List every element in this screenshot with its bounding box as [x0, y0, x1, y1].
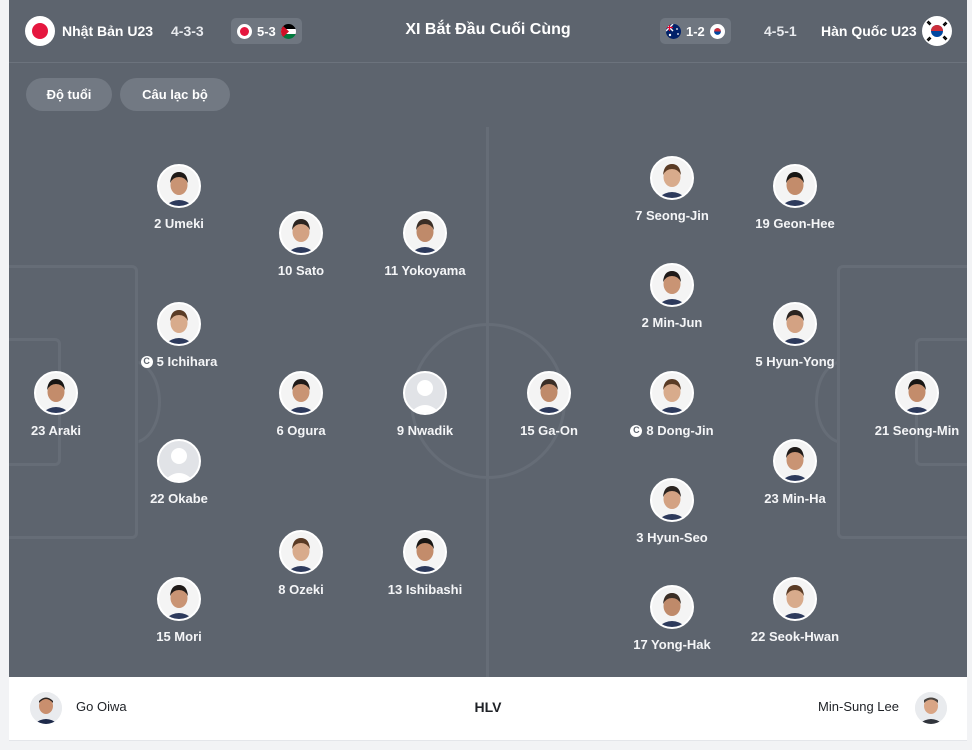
player-name: 7 Seong-Jin	[635, 208, 709, 223]
captain-badge-icon: C	[630, 424, 643, 437]
player-photo	[773, 164, 817, 208]
home-player[interactable]: 15 Mori	[114, 577, 244, 644]
home-player[interactable]: 22 Okabe	[114, 439, 244, 506]
player-photo	[279, 530, 323, 574]
away-player[interactable]: 21 Seong-Min	[852, 371, 967, 438]
home-team-name[interactable]: Nhật Bản U23	[62, 23, 154, 39]
away-player[interactable]: 5 Hyun-Yong	[730, 302, 860, 369]
home-formation: 4-3-3	[171, 23, 204, 39]
player-photo	[650, 478, 694, 522]
captain-badge-icon: C	[140, 355, 153, 368]
player-photo	[650, 585, 694, 629]
player-name: 5 Ichihara	[156, 354, 218, 369]
home-coach-avatar	[30, 692, 62, 724]
player-photo	[157, 302, 201, 346]
filter-bar: Độ tuổi Câu lạc bộ	[9, 63, 967, 127]
player-name: 2 Umeki	[154, 216, 204, 231]
player-name: 22 Seok-Hwan	[750, 629, 840, 644]
away-coach-avatar	[915, 692, 947, 724]
home-penalty-box	[9, 265, 138, 539]
player-photo	[773, 439, 817, 483]
player-photo	[403, 530, 447, 574]
coach-label: HLV	[474, 699, 502, 715]
away-player[interactable]: 15 Ga-On	[484, 371, 614, 438]
player-name: 3 Hyun-Seo	[636, 530, 708, 545]
lineup-header: Nhật Bản U23 4-3-3 5-3 XI Bắt Đầu Cuối C…	[9, 0, 967, 63]
home-coach-name[interactable]: Go Oiwa	[76, 699, 127, 714]
player-name: 8 Dong-Jin	[646, 423, 714, 438]
player-name: 15 Mori	[156, 629, 202, 644]
player-placeholder-icon	[157, 439, 201, 483]
jordan-flag-icon	[280, 23, 296, 39]
player-photo	[650, 263, 694, 307]
away-player[interactable]: 23 Min-Ha	[730, 439, 860, 506]
player-photo	[895, 371, 939, 415]
player-name: 22 Okabe	[150, 491, 208, 506]
away-previous-result[interactable]: 1-2	[660, 18, 731, 44]
away-player[interactable]: 7 Seong-Jin	[607, 156, 737, 223]
home-player[interactable]: 2 Umeki	[114, 164, 244, 231]
player-name: 9 Nwadik	[396, 423, 454, 438]
home-player[interactable]: 9 Nwadik	[360, 371, 490, 438]
player-photo	[157, 577, 201, 621]
player-photo	[650, 371, 694, 415]
player-photo	[773, 577, 817, 621]
player-name: 13 Ishibashi	[387, 582, 463, 597]
player-name: 11 Yokoyama	[384, 263, 466, 278]
player-name: 17 Yong-Hak	[633, 637, 711, 652]
away-formation: 4-5-1	[764, 23, 797, 39]
player-photo	[279, 371, 323, 415]
away-previous-score: 1-2	[686, 23, 705, 39]
player-name: 10 Sato	[277, 263, 325, 278]
player-name: 6 Ogura	[276, 423, 326, 438]
player-photo	[527, 371, 571, 415]
player-photo	[34, 371, 78, 415]
away-coach-name[interactable]: Min-Sung Lee	[818, 699, 899, 714]
player-name: 15 Ga-On	[520, 423, 578, 438]
away-team-name[interactable]: Hàn Quốc U23	[821, 23, 917, 39]
home-player[interactable]: 13 Ishibashi	[360, 530, 490, 597]
korea-flag-icon	[709, 23, 725, 39]
away-player[interactable]: 22 Seok-Hwan	[730, 577, 860, 644]
japan-flag-icon	[25, 16, 55, 46]
home-previous-result[interactable]: 5-3	[231, 18, 302, 44]
player-name: 23 Min-Ha	[764, 491, 826, 506]
player-name: 23 Araki	[30, 423, 82, 438]
away-player[interactable]: 19 Geon-Hee	[730, 164, 860, 231]
home-player[interactable]: 10 Sato	[236, 211, 366, 278]
player-name: 21 Seong-Min	[874, 423, 960, 438]
home-previous-score: 5-3	[257, 23, 276, 39]
australia-flag-icon	[666, 23, 681, 39]
home-player[interactable]: 6 Ogura	[236, 371, 366, 438]
korea-flag-icon	[922, 16, 952, 46]
japan-flag-icon	[237, 23, 252, 39]
player-photo	[279, 211, 323, 255]
coach-bar: Go Oiwa HLV Min-Sung Lee	[9, 677, 967, 741]
away-player[interactable]: 2 Min-Jun	[607, 263, 737, 330]
player-name: 19 Geon-Hee	[755, 216, 835, 231]
page-title: XI Bắt Đầu Cuối Cùng	[405, 21, 571, 38]
away-player[interactable]: 17 Yong-Hak	[607, 585, 737, 652]
player-photo	[403, 211, 447, 255]
away-penalty-box	[837, 265, 967, 539]
player-photo	[773, 302, 817, 346]
home-player[interactable]: 23 Araki	[9, 371, 121, 438]
player-photo	[157, 164, 201, 208]
player-name: 2 Min-Jun	[641, 315, 703, 330]
player-name: 8 Ozeki	[278, 582, 324, 597]
filter-club-button[interactable]: Câu lạc bộ	[120, 78, 230, 111]
player-placeholder-icon	[403, 371, 447, 415]
player-photo	[650, 156, 694, 200]
away-player[interactable]: 3 Hyun-Seo	[607, 478, 737, 545]
home-player[interactable]: 11 Yokoyama	[360, 211, 490, 278]
filter-age-button[interactable]: Độ tuổi	[26, 78, 112, 111]
player-name: 5 Hyun-Yong	[755, 354, 835, 369]
home-player[interactable]: 8 Ozeki	[236, 530, 366, 597]
